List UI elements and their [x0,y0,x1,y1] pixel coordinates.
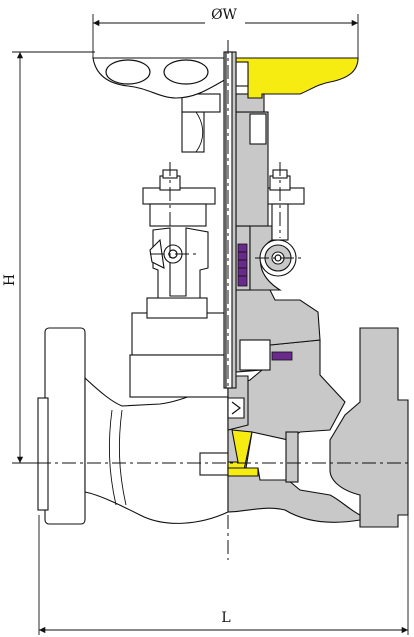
width-dimension: ØW [92,6,359,58]
length-label: L [221,610,230,626]
length-dimension: L [38,515,409,635]
valve-stem [223,51,237,389]
width-label: ØW [211,7,237,23]
valve-external-view [37,57,229,525]
valve-section-view [227,57,409,528]
height-dimension: H [2,51,95,464]
height-label: H [2,274,18,286]
